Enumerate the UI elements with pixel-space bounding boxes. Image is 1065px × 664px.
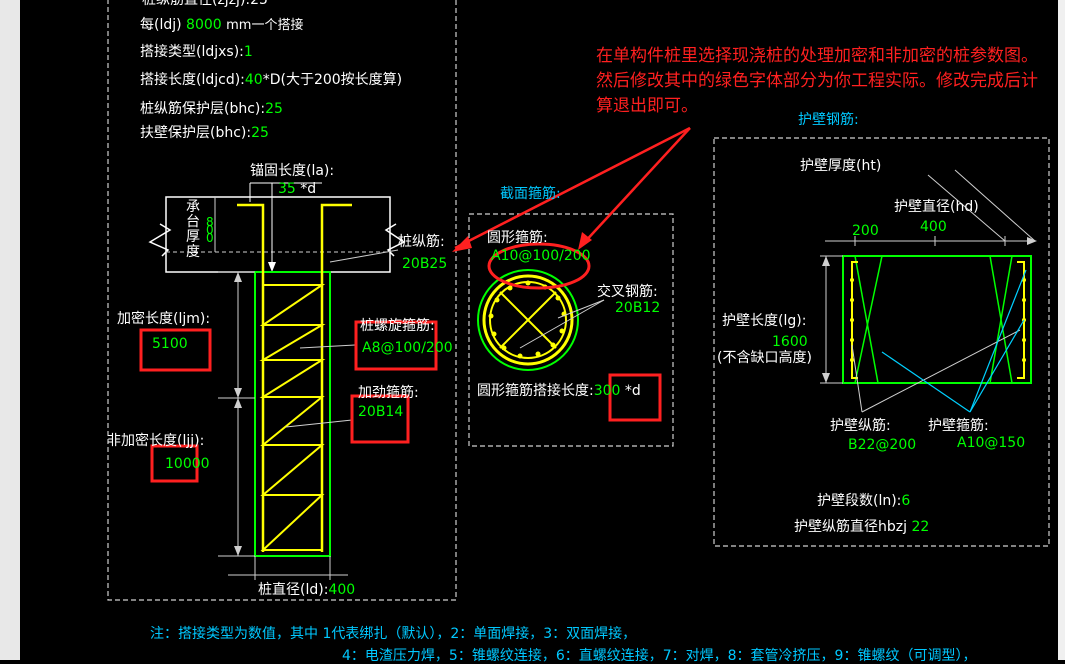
wall-cover-value[interactable]: 25 (251, 125, 269, 141)
wall-bar-dia-value[interactable]: 22 (911, 519, 930, 535)
ring-lap-label: 圆形箍筋搭接长度: (477, 383, 594, 399)
section-title: 截面箍筋: (500, 186, 561, 202)
lap-type-value[interactable]: 1 (243, 44, 253, 60)
wall-long-bar-label: 护壁纵筋: (830, 418, 891, 434)
left-window-edge (0, 0, 20, 660)
left-long-bar (237, 203, 265, 552)
cap-thickness-value[interactable]: 800 (206, 215, 214, 245)
cap-break-left (148, 223, 172, 257)
lap-every-value[interactable]: 8000 (186, 17, 222, 33)
wall-frame (713, 137, 1050, 547)
wall-cover-label: 扶壁保护层(bhc): (140, 125, 252, 141)
wall-thickness-label: 护壁厚度(ht) (800, 158, 882, 174)
cap-break-right (384, 223, 406, 257)
cover-row: 桩纵筋保护层(bhc):25 (140, 101, 283, 117)
lap-type-row: 搭接类型(ldjxs):1 (140, 44, 253, 60)
wall-cover-row: 扶壁保护层(bhc):25 (140, 125, 269, 141)
highlight-stiffener (350, 394, 410, 444)
wall-diameter-label: 护壁直径(hd) (894, 199, 979, 215)
wall-length-value[interactable]: 1600 (772, 334, 808, 350)
wall-long-bar-value[interactable]: B22@200 (848, 437, 917, 453)
lap-every-unit: mm一个搭接 (226, 18, 304, 33)
pile-diameter-label: 桩直径(ld): (258, 582, 329, 598)
instruction-annotation: 在单构件桩里选择现浇桩的处理加密和非加密的桩参数图。然后修改其中的绿色字体部分为… (596, 46, 1038, 116)
wall-title: 护壁钢筋: (798, 112, 859, 128)
cross-bar-value[interactable]: 20B12 (615, 300, 661, 316)
wall-stirrup-label: 护壁箍筋: (928, 418, 989, 434)
stiffener-value[interactable]: 20B14 (358, 404, 404, 420)
wall-bar-dia-row: 护壁纵筋直径hbzj 22 (794, 519, 929, 535)
section-outline (477, 269, 579, 371)
spiral-stirrup-label: 桩螺旋箍筋: (360, 318, 435, 334)
ring-stirrup-label: 圆形箍筋: (487, 230, 548, 246)
lap-type-label: 搭接类型(ldjxs): (140, 44, 244, 60)
ring-stirrup (482, 274, 574, 366)
anchor-length-value[interactable]: 35 (278, 181, 296, 197)
pile-long-bar-label: 桩纵筋: (398, 234, 445, 250)
right-long-bar (320, 203, 352, 552)
lap-every-text: 每(ldj) (140, 17, 182, 33)
right-scrollbar[interactable] (1058, 0, 1065, 660)
ring-stirrup-value[interactable]: A10@100/200 (491, 248, 591, 264)
wall-bar-dia-label: 护壁纵筋直径hbzj (794, 519, 907, 535)
ring-lap-row: 圆形箍筋搭接长度:300 *d (477, 383, 641, 399)
cross-bar-label: 交叉钢筋: (597, 284, 658, 300)
wall-length-note: (不含缺口高度) (717, 350, 812, 366)
wall-segments-label: 护壁段数(ln): (817, 493, 902, 509)
footer-note-line1: 注：搭接类型为数值，其中 1代表绑扎（默认），2：单面焊接，3：双面焊接， (150, 626, 637, 642)
dense-length-label: 加密长度(ljm): (117, 311, 211, 327)
wall-segments-value[interactable]: 6 (901, 493, 911, 509)
cover-label: 桩纵筋保护层(bhc): (140, 101, 266, 117)
wall-diameter-value[interactable]: 400 (920, 219, 947, 235)
pile-long-bar-value[interactable]: 20B25 (402, 256, 448, 272)
section-frame (468, 213, 674, 447)
lap-length-unit: *D(大于200按长度算) (262, 72, 403, 88)
highlight-spiral (354, 320, 438, 371)
lap-every-label: 每(ldj) 8000 mm一个搭接 (140, 17, 303, 34)
highlight-dense-length (139, 328, 212, 372)
nondense-length-label: 非加密长度(ljj): (107, 433, 205, 449)
spiral-stirrup (259, 284, 326, 551)
spiral-stirrup-value[interactable]: A8@100/200 (362, 340, 453, 356)
stiffener-label: 加劲箍筋: (358, 385, 419, 401)
cover-value[interactable]: 25 (265, 101, 283, 117)
highlight-nondense-length (150, 444, 199, 483)
footer-note-line2: 4：电渣压力焊，5：锥螺纹连接，6：直螺纹连接，7：对焊，8：套管冷挤压，9：锥… (342, 648, 977, 664)
lap-length-row: 搭接长度(ldjcd):40*D(大于200按长度算) (140, 72, 402, 88)
anchor-length-unit: *d (300, 181, 317, 197)
anchor-length-label: 锚固长度(la): (250, 163, 335, 179)
nondense-length-value[interactable]: 10000 (165, 456, 210, 472)
wall-thickness-value[interactable]: 200 (852, 223, 879, 239)
highlight-ring-stirrup (487, 242, 591, 290)
cap-thickness-label: 承台厚度 (186, 199, 200, 260)
wall-stirrup-value[interactable]: A10@150 (957, 435, 1026, 451)
wall-segments-row: 护壁段数(ln):6 (817, 493, 910, 509)
lap-length-label: 搭接长度(ldjcd): (140, 72, 245, 88)
pile-diameter-value[interactable]: 400 (328, 582, 356, 598)
dense-length-value[interactable]: 5100 (152, 336, 188, 352)
wall-length-label: 护壁长度(lg): (722, 313, 807, 329)
wall-body (842, 255, 1032, 384)
clipped-bar-diameter-label: 桩纵筋直径(zjzj):25 (142, 0, 268, 8)
pile-diameter-row: 桩直径(ld):400 (258, 582, 355, 598)
pile-body (254, 271, 331, 557)
ring-lap-unit: *d (624, 383, 641, 399)
left-frame (107, 0, 457, 601)
ring-lap-value[interactable]: 300 (593, 383, 621, 399)
lap-length-value[interactable]: 40 (244, 72, 263, 88)
highlight-ring-lap (608, 373, 662, 422)
anchor-length-row: 35 *d (278, 181, 316, 197)
